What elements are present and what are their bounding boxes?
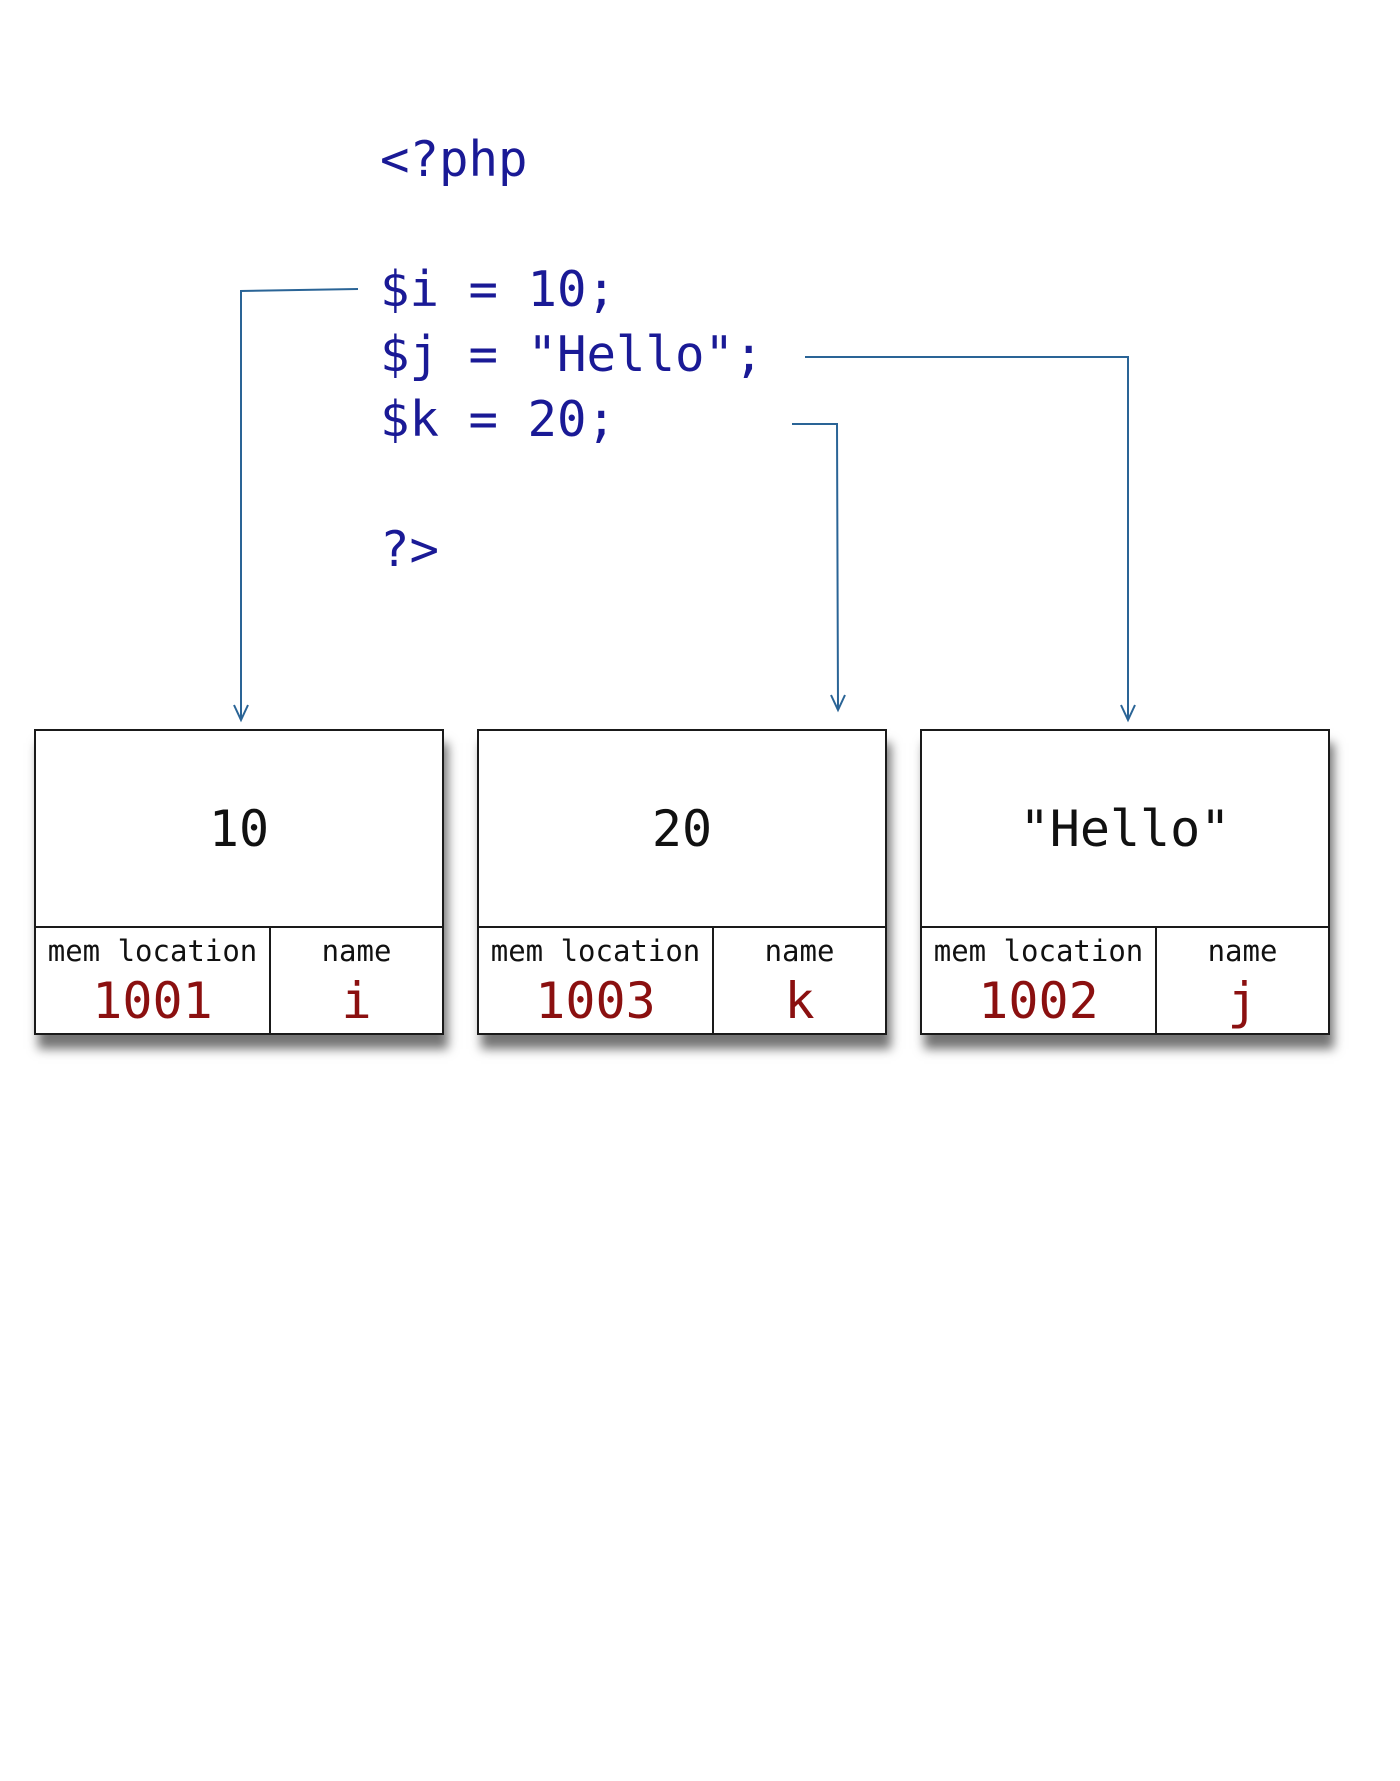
location-value: 1001 — [92, 972, 213, 1030]
php-close-tag: ?> — [380, 521, 440, 578]
name-value: j — [1227, 972, 1258, 1030]
name-cell: name j — [1157, 928, 1328, 1033]
name-label: name — [1207, 934, 1278, 968]
arrow-i-to-1001 — [240, 288, 359, 718]
stored-value: 20 — [651, 799, 713, 858]
value-area: "Hello" — [922, 731, 1328, 928]
memory-box-1001: 10 mem location 1001 name i — [34, 729, 444, 1035]
memory-box-1002: "Hello" mem location 1002 name j — [920, 729, 1330, 1035]
name-value: i — [341, 972, 372, 1030]
name-cell: name i — [271, 928, 442, 1033]
name-label: name — [321, 934, 392, 968]
location-cell: mem location 1002 — [922, 928, 1157, 1033]
location-value: 1003 — [535, 972, 656, 1030]
arrowhead-j — [1120, 704, 1136, 723]
location-label: mem location — [490, 934, 701, 968]
code-line-i: $i = 10; — [380, 261, 617, 318]
name-value: k — [784, 972, 815, 1030]
arrow-j-to-1002 — [805, 356, 1129, 718]
location-cell: mem location 1003 — [479, 928, 714, 1033]
php-open-tag: <?php — [380, 131, 528, 188]
stored-value: 10 — [208, 799, 270, 858]
stored-value: "Hello" — [1019, 799, 1231, 858]
name-label: name — [764, 934, 835, 968]
location-label: mem location — [47, 934, 258, 968]
arrowhead-i — [233, 704, 249, 723]
value-area: 10 — [36, 731, 442, 928]
location-label: mem location — [933, 934, 1144, 968]
code-line-k: $k = 20; — [380, 391, 617, 448]
memory-box-1003: 20 mem location 1003 name k — [477, 729, 887, 1035]
arrow-k-to-1003 — [792, 423, 839, 709]
name-cell: name k — [714, 928, 885, 1033]
value-area: 20 — [479, 731, 885, 928]
location-value: 1002 — [978, 972, 1099, 1030]
location-cell: mem location 1001 — [36, 928, 271, 1033]
code-line-j: $j = "Hello"; — [380, 326, 764, 383]
arrowhead-k — [830, 694, 846, 713]
